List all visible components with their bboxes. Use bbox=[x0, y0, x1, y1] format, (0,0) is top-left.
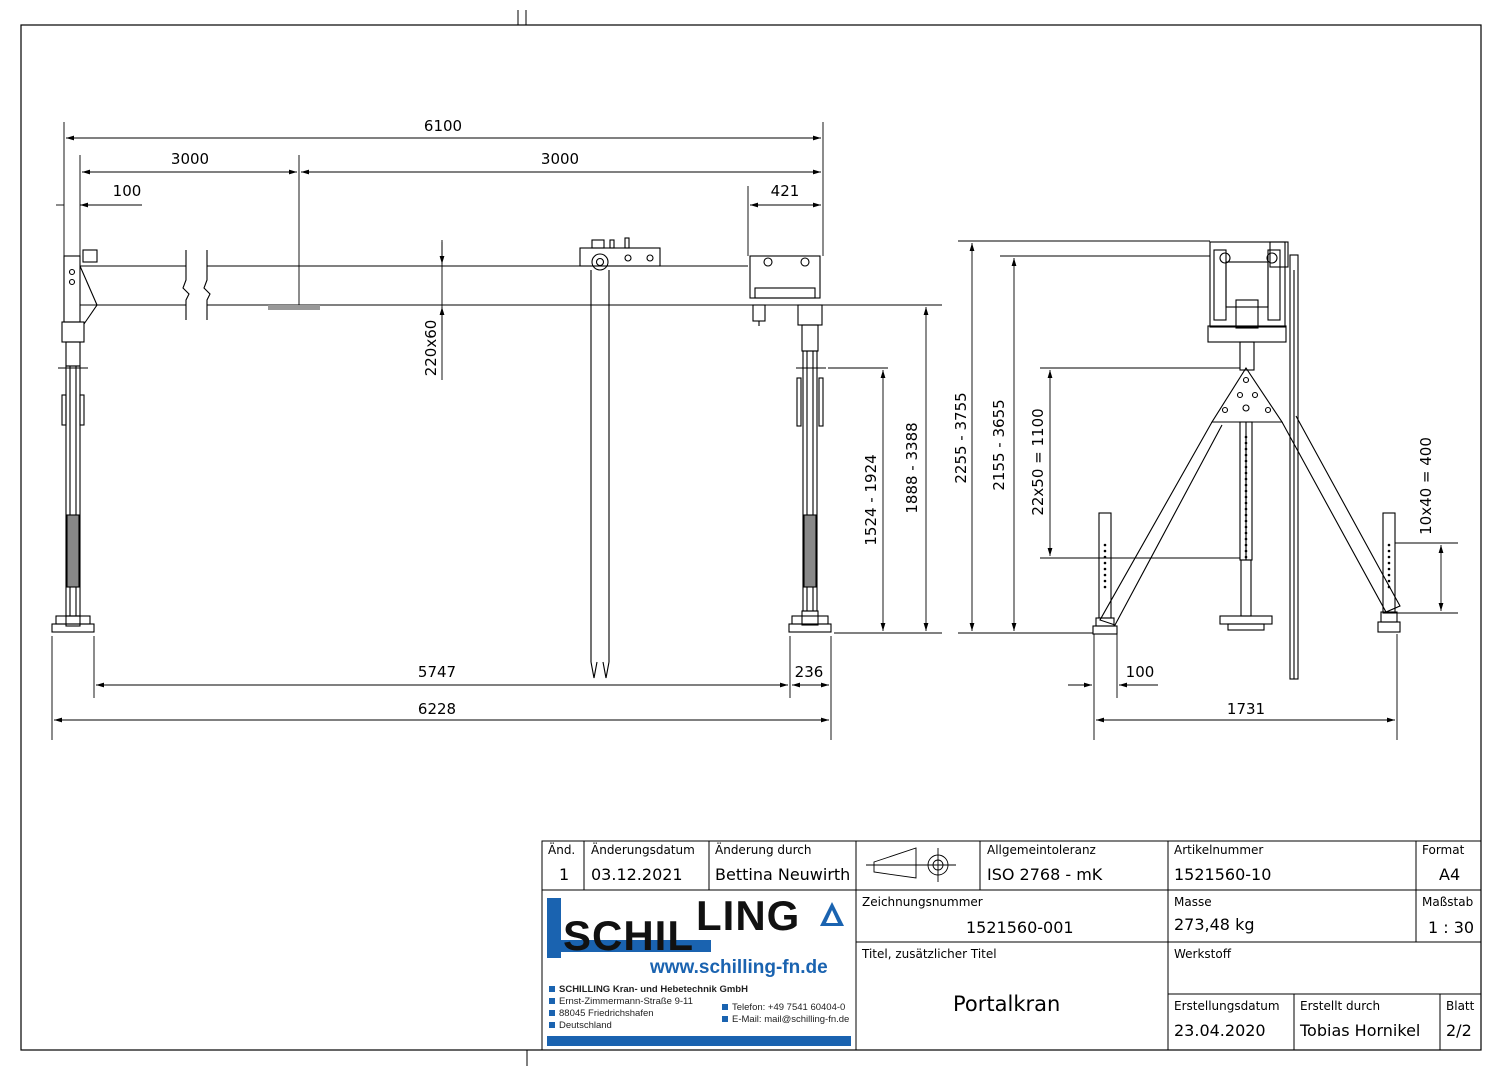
company-name: SCHILLING Kran- und Hebetechnik GmbH bbox=[549, 984, 748, 995]
dim-left-offset: 100 bbox=[113, 182, 142, 200]
rev-date: 03.12.2021 bbox=[591, 865, 683, 884]
side-post-holes bbox=[1103, 435, 1391, 589]
drawing-no-label: Zeichnungsnummer bbox=[862, 895, 983, 909]
dim-left-half: 3000 bbox=[171, 150, 209, 168]
front-view bbox=[51, 237, 832, 679]
rev-by: Bettina Neuwirth bbox=[715, 865, 851, 884]
dim-hole-pattern-leg: 10x40 = 400 bbox=[1417, 437, 1435, 535]
dim-hole-pattern-main: 22x50 = 1100 bbox=[1029, 408, 1047, 515]
bullet-icon bbox=[549, 998, 555, 1005]
company-email: E-Mail: mail@schilling-fn.de bbox=[722, 1014, 849, 1025]
created-by-value: Tobias Hornikel bbox=[1300, 1021, 1421, 1040]
format-value: A4 bbox=[1439, 865, 1461, 884]
dim-foot-width: 236 bbox=[795, 663, 824, 681]
company-city-text: 88045 Friedrichshafen bbox=[559, 1008, 654, 1019]
sheet-label: Blatt bbox=[1446, 999, 1475, 1013]
bullet-icon bbox=[722, 1004, 728, 1011]
dim-right-half: 3000 bbox=[541, 150, 579, 168]
bullet-icon bbox=[722, 1016, 728, 1023]
dim-overall-beam: 6100 bbox=[424, 117, 462, 135]
company-street: Ernst-Zimmermann-Straße 9-11 bbox=[549, 996, 693, 1007]
title-block-grid bbox=[541, 840, 1482, 1051]
article-label: Artikelnummer bbox=[1174, 843, 1264, 857]
company-city: 88045 Friedrichshafen bbox=[549, 1008, 654, 1019]
created-date-label: Erstellungsdatum bbox=[1174, 999, 1280, 1013]
rev-by-col-label: Änderung durch bbox=[715, 843, 812, 857]
tolerance-label: Allgemeintoleranz bbox=[987, 843, 1096, 857]
scale-value: 1 : 30 bbox=[1428, 918, 1475, 937]
company-country-text: Deutschland bbox=[559, 1020, 612, 1031]
company-url: www.schilling-fn.de bbox=[650, 957, 828, 978]
company-street-text: Ernst-Zimmermann-Straße 9-11 bbox=[559, 996, 693, 1007]
bullet-icon bbox=[549, 986, 555, 993]
material-label: Werkstoff bbox=[1174, 947, 1231, 961]
company-country: Deutschland bbox=[549, 1020, 612, 1031]
dim-side-foot: 100 bbox=[1126, 663, 1155, 681]
company-name-text: SCHILLING Kran- und Hebetechnik GmbH bbox=[559, 984, 748, 995]
title-label: Titel, zusätzlicher Titel bbox=[862, 947, 997, 961]
created-date-value: 23.04.2020 bbox=[1174, 1021, 1266, 1040]
dim-trolley-offset: 421 bbox=[771, 182, 800, 200]
sheet-value: 2/2 bbox=[1446, 1021, 1472, 1040]
logo-text-right: LING bbox=[696, 892, 801, 939]
rev-number: 1 bbox=[559, 865, 570, 884]
projection-symbol-icon bbox=[866, 847, 956, 882]
created-by-label: Erstellt durch bbox=[1300, 999, 1381, 1013]
dim-side-width: 1731 bbox=[1227, 700, 1265, 718]
dim-span-outer: 6228 bbox=[418, 700, 456, 718]
company-email-text: E-Mail: mail@schilling-fn.de bbox=[732, 1014, 850, 1025]
side-view bbox=[1092, 241, 1401, 680]
company-phone: Telefon: +49 7541 60404-0 bbox=[722, 1002, 845, 1013]
rev-col-label: Änd. bbox=[548, 843, 576, 857]
dim-side-inner-height-range: 2155 - 3655 bbox=[990, 399, 1008, 490]
mass-value: 273,48 kg bbox=[1174, 915, 1255, 934]
company-logo bbox=[546, 894, 852, 1046]
dim-leg-height-range: 1524 - 1924 bbox=[862, 454, 880, 545]
bullet-icon bbox=[549, 1010, 555, 1017]
title-value: Portalkran bbox=[953, 992, 1061, 1016]
bullet-icon bbox=[549, 1022, 555, 1029]
dim-span-inner: 5747 bbox=[418, 663, 456, 681]
dim-side-height-range: 2255 - 3755 bbox=[952, 392, 970, 483]
front-dimensions bbox=[51, 122, 942, 740]
drawing-no-value: 1521560-001 bbox=[966, 918, 1074, 937]
dim-beam-profile: 220x60 bbox=[422, 320, 440, 377]
dim-hook-height-range: 1888 - 3388 bbox=[903, 422, 921, 513]
article-value: 1521560-10 bbox=[1174, 865, 1272, 884]
scale-label: Maßstab bbox=[1422, 895, 1474, 909]
format-label: Format bbox=[1422, 843, 1465, 857]
rev-date-col-label: Änderungsdatum bbox=[591, 843, 695, 857]
mass-label: Masse bbox=[1174, 895, 1212, 909]
side-dimensions bbox=[958, 240, 1458, 740]
company-phone-text: Telefon: +49 7541 60404-0 bbox=[732, 1002, 846, 1013]
logo-text-left: SCHIL bbox=[563, 912, 694, 959]
tolerance-value: ISO 2768 - mK bbox=[987, 865, 1103, 884]
